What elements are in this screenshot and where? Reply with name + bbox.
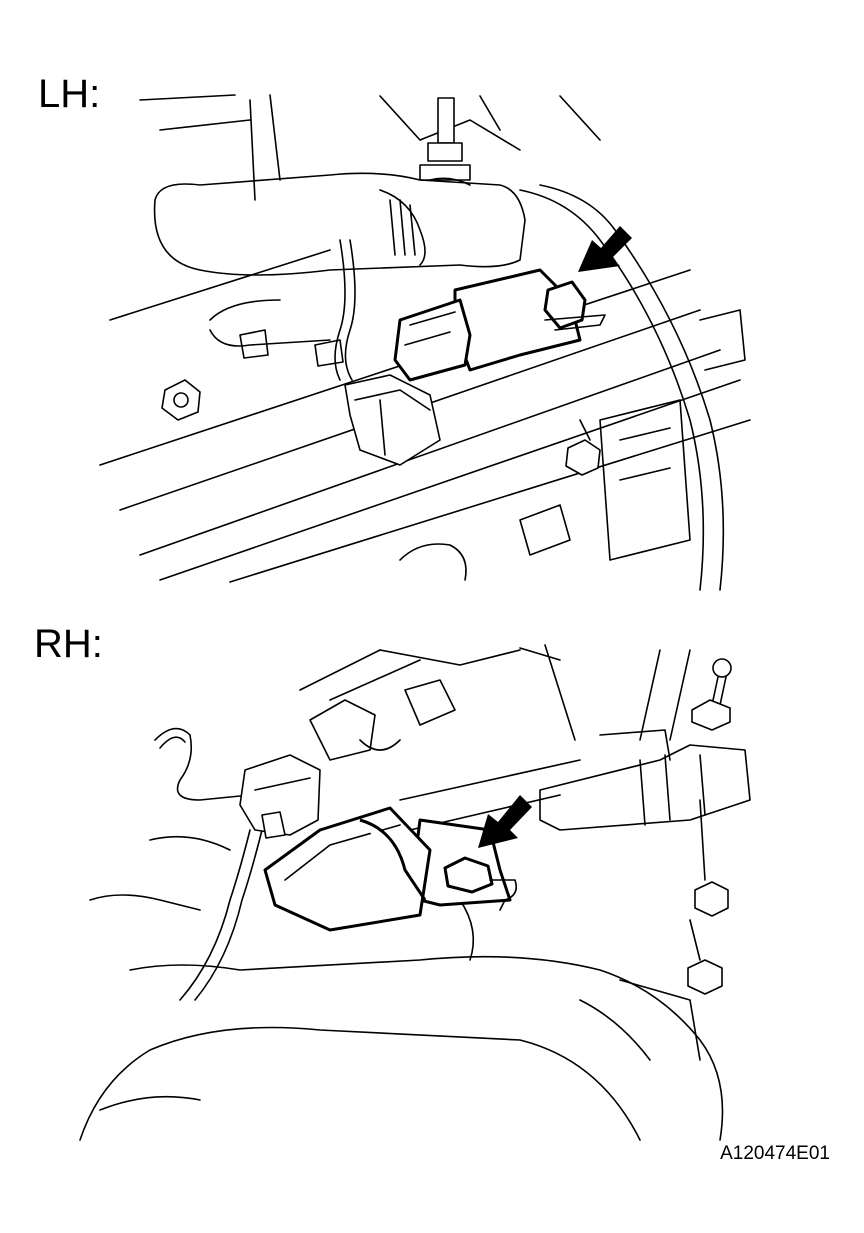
rh-view-label: RH: xyxy=(34,622,103,666)
lh-view-label: LH: xyxy=(38,72,101,116)
lh-view-drawing xyxy=(99,94,751,591)
lh-indicator-arrow xyxy=(578,226,632,272)
rh-indicator-arrow xyxy=(478,795,532,848)
rh-view-drawing xyxy=(79,644,751,1141)
figure-id: A120474E01 xyxy=(720,1143,830,1164)
